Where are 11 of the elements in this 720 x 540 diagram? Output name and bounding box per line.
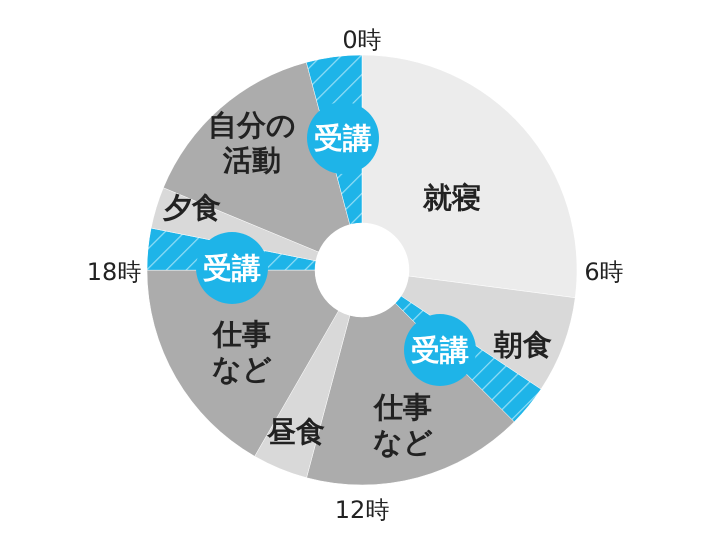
category-label: 仕事など [212,317,272,387]
category-label: 自分の活動 [207,108,297,178]
hour-label: 0時 [342,25,382,56]
hour-label: 18時 [86,257,142,288]
hour-label: 6時 [584,257,624,288]
hour-label: 12時 [334,495,390,526]
category-label: 仕事など [372,390,434,460]
category-label: 昼食 [266,414,326,450]
category-label: 夕食 [162,190,222,226]
category-label: 就寝 [422,180,482,216]
category-label: 朝食 [492,328,553,362]
